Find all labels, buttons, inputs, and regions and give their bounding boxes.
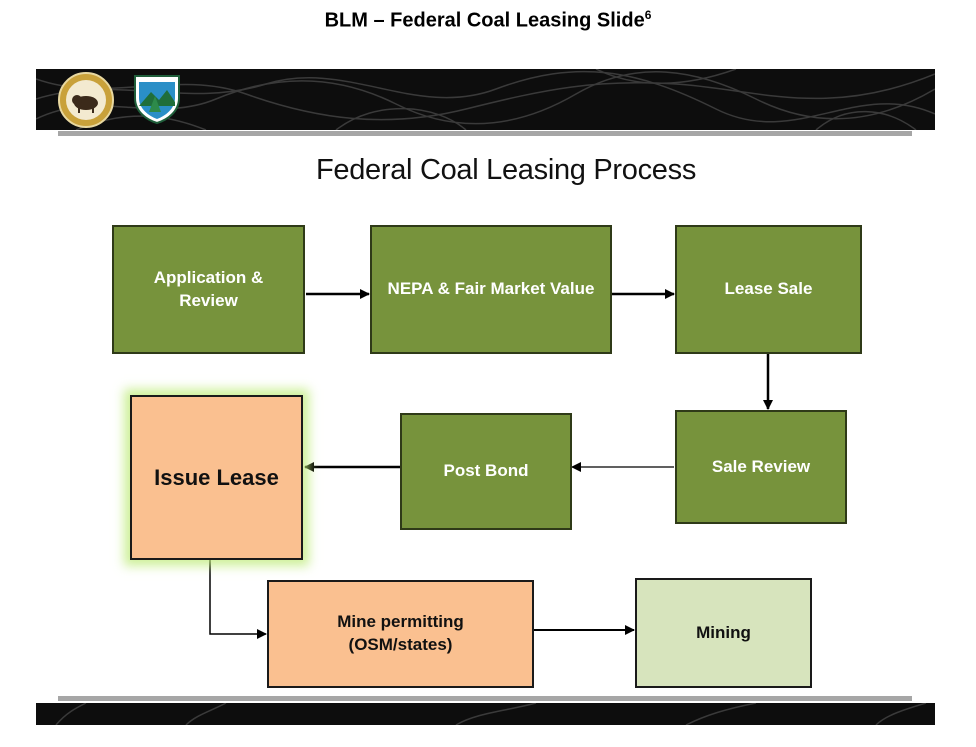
node-issue-lease: Issue Lease <box>130 395 303 560</box>
page-title: BLM – Federal Coal Leasing Slide6 <box>324 8 652 32</box>
blm-shield-icon <box>131 72 183 125</box>
node-nepa-fair-market-value: NEPA & Fair Market Value <box>370 225 612 354</box>
node-application-review: Application & Review <box>112 225 305 354</box>
node-post-bond: Post Bond <box>400 413 572 530</box>
node-mining: Mining <box>635 578 812 688</box>
node-mine-permitting: Mine permitting (OSM/states) <box>267 580 534 688</box>
node-lease-sale: Lease Sale <box>675 225 862 354</box>
mine-permitting-label: Mine permitting <box>337 612 464 632</box>
mine-permitting-sublabel: (OSM/states) <box>348 635 453 654</box>
bottom-divider <box>58 696 912 701</box>
top-banner <box>36 69 935 130</box>
footnote-marker: 6 <box>644 8 652 22</box>
arrow-issue-lease-to-mine-permitting <box>209 560 267 639</box>
top-divider <box>58 131 912 136</box>
diagram-title: Federal Coal Leasing Process <box>315 154 697 186</box>
node-sale-review: Sale Review <box>675 410 847 524</box>
bottom-banner <box>36 703 935 725</box>
doi-seal-icon <box>58 72 114 128</box>
